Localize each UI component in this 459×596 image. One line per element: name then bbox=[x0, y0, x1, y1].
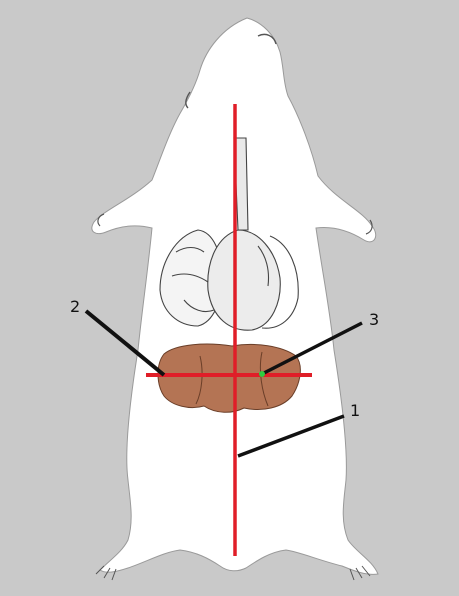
liver bbox=[158, 344, 300, 412]
label-1: 1 bbox=[350, 401, 360, 420]
label-3: 3 bbox=[369, 310, 379, 329]
label-2: 2 bbox=[70, 297, 80, 316]
point-marker-3 bbox=[259, 371, 265, 377]
